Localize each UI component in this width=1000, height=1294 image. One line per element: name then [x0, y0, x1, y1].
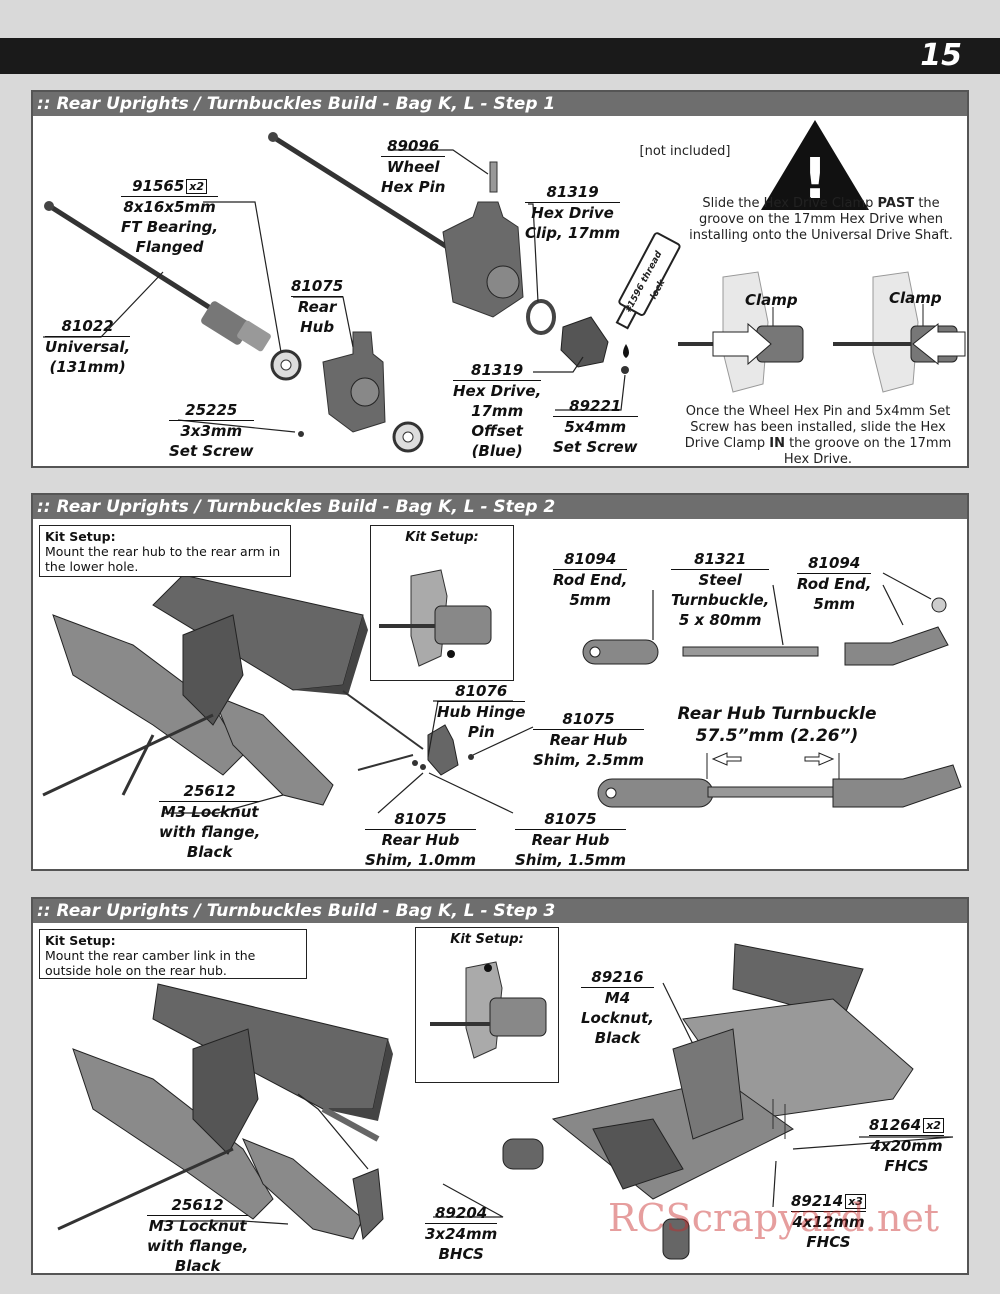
clamp-diagram-1 [678, 271, 804, 393]
label-81075-shim-1.5: 81075 Rear Hub Shim, 1.5mm [515, 810, 627, 869]
step3-illustration [57, 943, 954, 1260]
watermark: RCScrapyard.net [608, 1196, 940, 1240]
not-included-note: [not included] [639, 144, 731, 159]
step3-section: :: Rear Uprights / Turnbuckles Build - B… [31, 897, 969, 1275]
header-bar [0, 38, 1000, 74]
label-81022: 81022 Universal, (131mm) [45, 317, 131, 376]
label-89216: 89216 M4 Locknut, Black [581, 968, 654, 1047]
label-81076: 81076 Hub Hinge Pin [437, 682, 526, 741]
step2-kit-setup-image: Kit Setup: [370, 525, 514, 681]
label-89221: 89221 5x4mm Set Screw [553, 397, 638, 456]
label-81094-left: 81094 Rod End, 5mm [553, 550, 628, 609]
step2-illustration [42, 572, 962, 814]
step1-title: :: Rear Uprights / Turnbuckles Build - B… [33, 92, 967, 116]
label-89204: 89204 3x24mm BHCS [425, 1204, 498, 1263]
label-81075-rear-hub: 81075 Rear Hub [291, 277, 344, 336]
step2-section: :: Rear Uprights / Turnbuckles Build - B… [31, 493, 969, 871]
warning-text: Slide the Hex Drive Clamp PAST the groov… [689, 196, 953, 243]
step1-illustration: ! [43, 120, 966, 453]
step3-kit-setup-note: Kit Setup: Mount the rear camber link in… [39, 929, 307, 979]
clamp-label-2: Clamp [889, 289, 942, 307]
svg-text:!: ! [802, 147, 828, 212]
step3-kit-hub-drawing [430, 961, 547, 1059]
bottom-note: Once the Wheel Hex Pin and 5x4mm Set Scr… [684, 404, 952, 467]
step1-section: :: Rear Uprights / Turnbuckles Build - B… [31, 90, 969, 468]
label-81319-hex-drive: 81319 Hex Drive, 17mm Offset (Blue) [453, 361, 542, 460]
label-81094-right: 81094 Rod End, 5mm [797, 554, 872, 613]
label-81319-clip: 81319 Hex Drive Clip, 17mm [525, 183, 621, 242]
label-25612: 25612 M3 Locknut with flange, Black [159, 782, 261, 861]
label-81075-shim-1.0: 81075 Rear Hub Shim, 1.0mm [365, 810, 477, 869]
label-25225: 25225 3x3mm Set Screw [169, 401, 254, 460]
step3-kit-setup-image: Kit Setup: [415, 927, 559, 1083]
step2-title: :: Rear Uprights / Turnbuckles Build - B… [33, 495, 967, 519]
step3-title: :: Rear Uprights / Turnbuckles Build - B… [33, 899, 967, 923]
step2-kit-setup-note: Kit Setup: Mount the rear hub to the rea… [39, 525, 291, 577]
step2-kit-hub-drawing [379, 569, 492, 667]
label-81321: 81321 Steel Turnbuckle, 5 x 80mm [671, 550, 770, 629]
page-number: 15 [920, 38, 962, 73]
label-89096: 89096 Wheel Hex Pin [381, 137, 446, 196]
clamp-diagram-2 [833, 271, 966, 393]
label-81075-shim-2.5: 81075 Rear Hub Shim, 2.5mm [533, 710, 645, 769]
turnbuckle-spec: Rear Hub Turnbuckle 57.5”mm (2.26”) [677, 704, 877, 746]
label-25612-step3: 25612 M3 Locknut with flange, Black [147, 1196, 249, 1275]
clamp-label-1: Clamp [745, 291, 798, 309]
